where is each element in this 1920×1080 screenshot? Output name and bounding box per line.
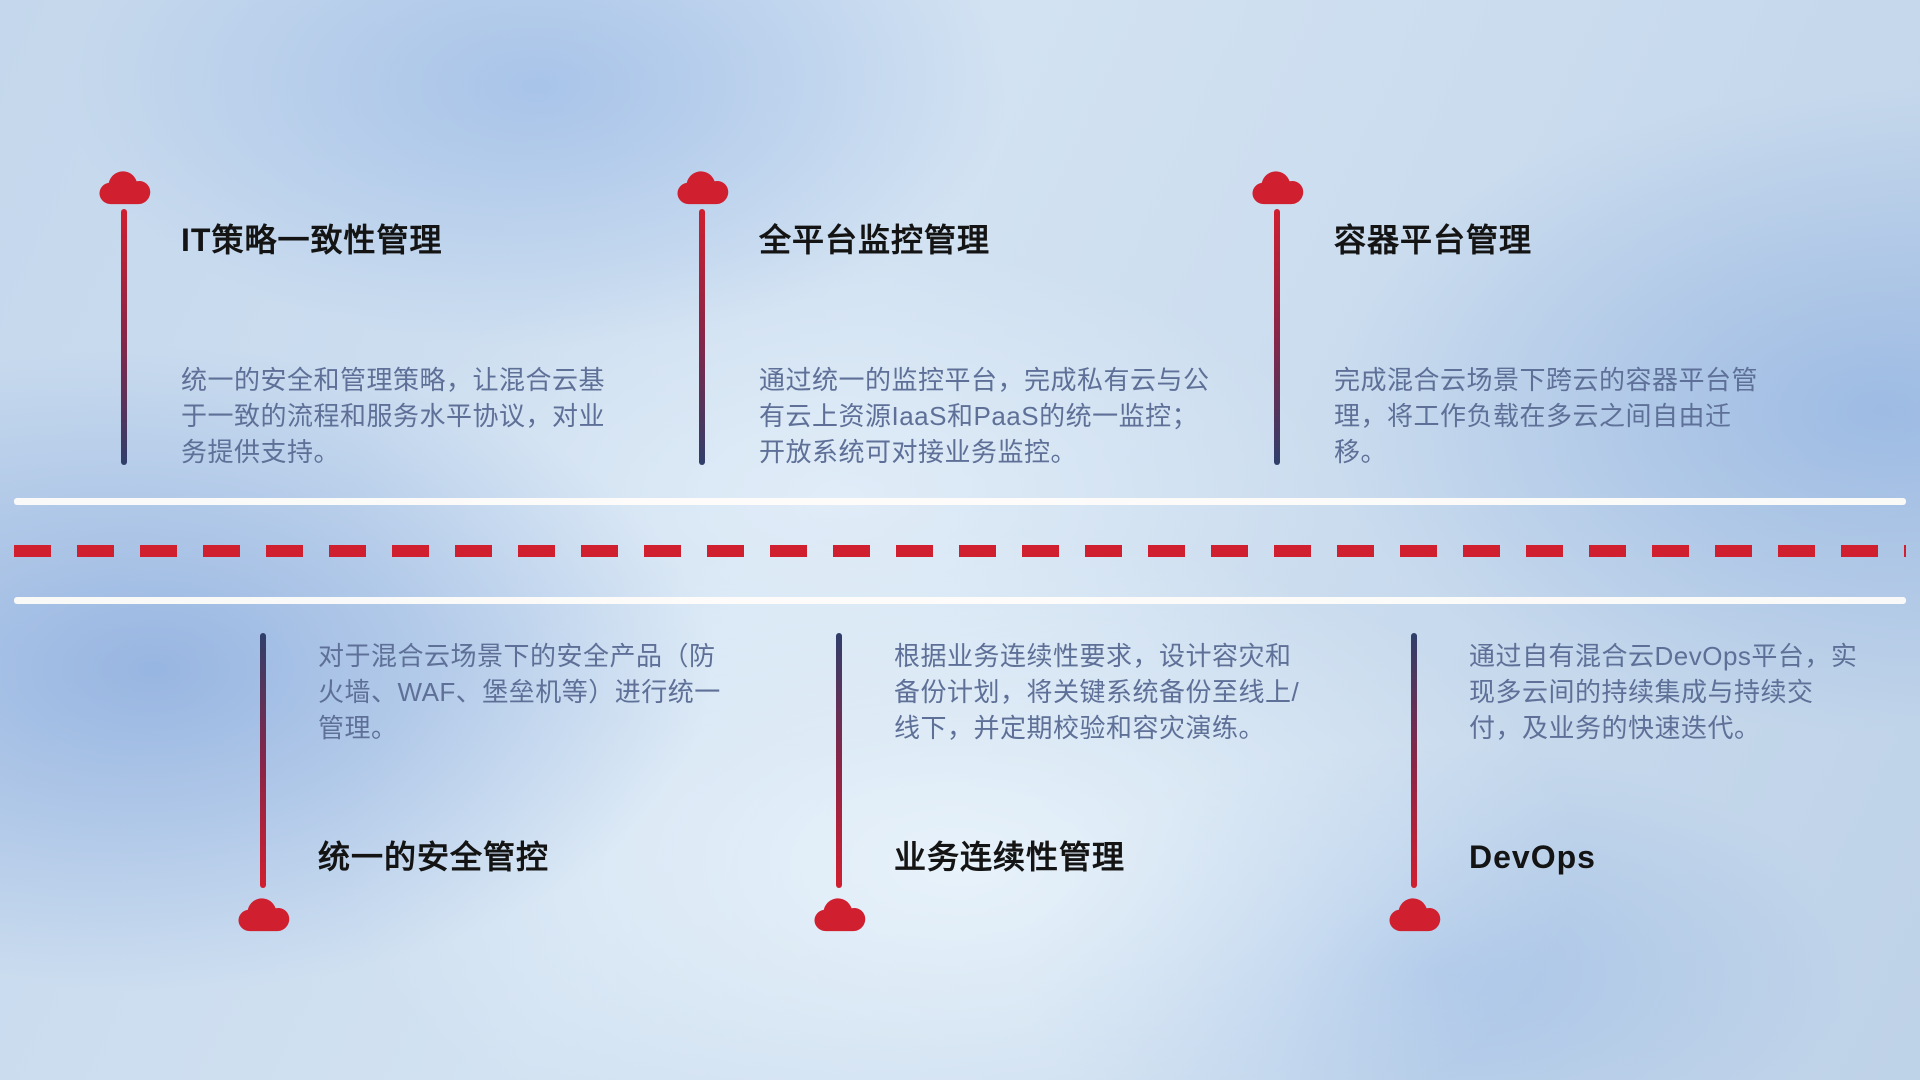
cloud-icon bbox=[674, 168, 730, 207]
pillar-connector-line bbox=[1274, 209, 1280, 465]
cloud-icon bbox=[811, 895, 867, 934]
pillar-connector-line bbox=[260, 633, 266, 888]
cloud-icon bbox=[1386, 895, 1442, 934]
pillar-description: 通过自有混合云DevOps平台，实现多云间的持续集成与持续交付，及业务的快速迭代… bbox=[1469, 641, 1858, 743]
pillar-title: DevOps bbox=[1469, 839, 1596, 875]
cloud-icon bbox=[1249, 168, 1305, 207]
pillar-connector-line bbox=[699, 209, 705, 465]
pillar-title: 业务连续性管理 bbox=[894, 839, 1126, 875]
pillar-description: 统一的安全和管理策略，让混合云基于一致的流程和服务水平协议，对业务提供支持。 bbox=[181, 365, 606, 467]
pillar-title: 统一的安全管控 bbox=[318, 839, 550, 875]
road-dashed-center-line bbox=[14, 545, 1906, 557]
road-line-top bbox=[14, 498, 1906, 505]
pillar-description: 根据业务连续性要求，设计容灾和备份计划，将关键系统备份至线上/线下，并定期校验和… bbox=[894, 641, 1300, 743]
pillar-description: 对于混合云场景下的安全产品（防火墙、WAF、堡垒机等）进行统一管理。 bbox=[318, 641, 721, 743]
pillar-connector-line bbox=[836, 633, 842, 888]
pillar-description: 通过统一的监控平台，完成私有云与公有云上资源IaaS和PaaS的统一监控；开放系… bbox=[759, 365, 1210, 467]
pillar-description: 完成混合云场景下跨云的容器平台管理，将工作负载在多云之间自由迁移。 bbox=[1334, 365, 1759, 467]
cloud-icon bbox=[235, 895, 291, 934]
pillar-title: 全平台监控管理 bbox=[759, 222, 991, 258]
pillar-title: 容器平台管理 bbox=[1334, 222, 1533, 258]
road-divider bbox=[14, 498, 1906, 604]
pillar-connector-line bbox=[1411, 633, 1417, 888]
pillar-connector-line bbox=[121, 209, 127, 465]
road-line-bottom bbox=[14, 597, 1906, 604]
pillar-title: IT策略一致性管理 bbox=[181, 222, 443, 258]
cloud-icon bbox=[96, 168, 152, 207]
